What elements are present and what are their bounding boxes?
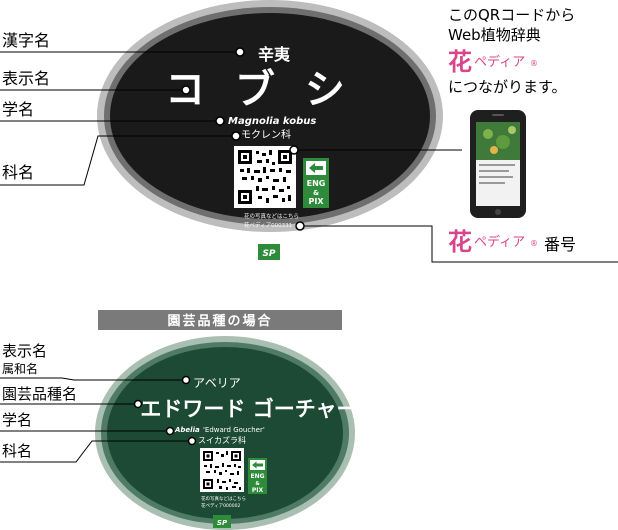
plate-2-leaders (0, 377, 188, 463)
label-scientific-name: 学名 (2, 100, 34, 119)
plate-2-hanapedia-id: 花ペディア000002 (201, 502, 240, 509)
qr-callout-line1: このQRコードから (448, 6, 575, 24)
plate-2-photo-note: 花の写真などはこちら (201, 495, 246, 502)
section-banner-text: 園芸品種の場合 (167, 313, 272, 329)
arrow-left-icon (309, 163, 323, 173)
qr-callout-brand-kana: ペディア (474, 54, 525, 70)
plate-1: 辛夷 コ ブ シ Magnolia kobus モクレン科 ENG & PIX (97, 0, 443, 260)
number-callout-brand-kana: ペディア (474, 234, 525, 250)
plate-1-qr-pattern (238, 150, 292, 204)
plate-1-leaders (0, 51, 236, 186)
plate-2-family: スイカズラ科 (198, 435, 246, 445)
plate-2-logo-mark: SP (217, 519, 228, 527)
plate-1-photo-note: 花の写真などはこちら (244, 212, 299, 220)
plate-2-pix-label: PIX (252, 487, 264, 494)
plate-1-amp: & (313, 189, 319, 197)
qr-phone-connector (289, 145, 462, 155)
number-callout-brand-mark: ® (530, 239, 538, 248)
number-callout-suffix: 番号 (544, 235, 576, 254)
label-scientific-name-2: 学名 (2, 411, 32, 429)
number-callout-brand-kanji: 花 (448, 228, 472, 256)
label-cultivar-name: 園芸品種名 (2, 385, 77, 403)
qr-callout-line4: につながります。 (448, 78, 567, 96)
label-family-name: 科名 (2, 163, 34, 182)
plate-2-cultivar-name: 'エドワード ゴーチャー' (134, 397, 364, 421)
qr-callout-line2: Web植物辞典 (448, 26, 541, 44)
plate-1-family: モクレン科 (241, 128, 291, 141)
label-display-name: 表示名 (2, 69, 50, 88)
plate-2-genus-name: アベリア (193, 376, 241, 390)
plate-1-scientific-name: Magnolia kobus (228, 116, 316, 127)
label-kanji-name: 漢字名 (2, 31, 50, 50)
qr-callout-brand-mark: ® (530, 59, 538, 68)
label-genus-name: 属和名 (2, 361, 38, 376)
plate-2-qr-pattern (203, 451, 241, 490)
plate-2-eng-label: ENG (250, 473, 264, 480)
qr-callout-brand-kanji: 花 (448, 48, 472, 76)
section-banner (98, 310, 342, 330)
plate-1-eng-label: ENG (307, 179, 326, 188)
plate-1-leader-dots (181, 47, 245, 141)
number-callout: 花 ペディア ® 番号 (295, 221, 618, 263)
qr-callout: このQRコードから Web植物辞典 花 ペディア ® につながります。 (448, 6, 575, 96)
plate-1-logo-mark: SP (262, 249, 275, 259)
plate-2-leader-dots (133, 375, 197, 446)
label-display-name-2: 表示名 (2, 342, 47, 360)
plate-1-hanapedia-id: 花ペディア000331 (244, 221, 292, 229)
plate-2-scientific-genus: Abelia (174, 426, 200, 434)
label-family-name-2: 科名 (2, 442, 32, 460)
plate-1-kanji-name: 辛夷 (258, 45, 291, 64)
plate-2-face (107, 347, 343, 519)
arrow-left-icon (252, 461, 263, 469)
plate-2-scientific-cultivar: 'Edward Goucher' (203, 426, 265, 434)
smartphone-icon (470, 110, 526, 218)
plate-2: アベリア 'エドワード ゴーチャー' Abelia 'Edward Gouche… (95, 336, 364, 530)
plate-1-display-name: コ ブ シ (165, 67, 353, 113)
plate-1-face (110, 13, 430, 219)
plate-1-logo (258, 244, 280, 260)
plate-2-logo (213, 515, 231, 528)
plate-2-amp: & (255, 481, 260, 487)
plate-1-pix-label: PIX (308, 197, 324, 206)
